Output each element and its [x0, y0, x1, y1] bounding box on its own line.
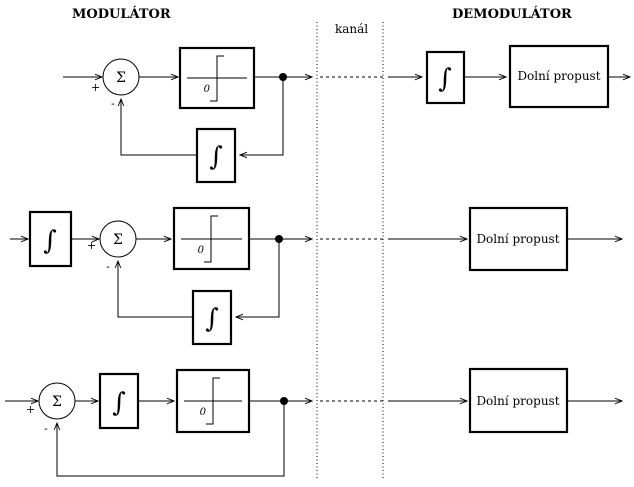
row2-sum-symbol: Σ	[113, 232, 123, 248]
row2-comparator-step	[204, 215, 218, 263]
row3-integrator-symbol: ∫	[112, 388, 126, 418]
row3-sum-symbol: Σ	[52, 394, 62, 410]
row1-comparator-zero: 0	[204, 84, 211, 95]
row2-feedback-integrator	[191, 289, 233, 346]
row1-plus-sign: +	[91, 81, 100, 94]
row2-comparator-zero: 0	[198, 245, 205, 256]
row1-feedback-to-integrator	[240, 77, 284, 155]
row1-integrator-symbol: ∫	[209, 142, 223, 172]
row3-comparator-step	[206, 377, 220, 425]
row3-lowpass-block	[468, 367, 569, 434]
channel-heading: kanál	[335, 22, 368, 36]
row3-feedback-to-summer	[57, 401, 285, 477]
row1-lowpass-label: Dolní propust	[517, 69, 600, 83]
row2-lowpass-block	[468, 206, 569, 272]
row2-integrator-symbol: ∫	[205, 304, 219, 334]
row1-sum-symbol: Σ	[116, 70, 126, 86]
row2-lowpass-label: Dolní propust	[476, 232, 559, 246]
row3-forward-integrator	[98, 372, 140, 430]
row3-plus-sign: +	[26, 403, 35, 416]
row3-comparator-zero: 0	[200, 407, 207, 418]
row1-demod-integrator-symbol: ∫	[438, 64, 452, 94]
row1-feedback-to-summer	[121, 99, 197, 156]
row2-feedback-to-integrator	[236, 239, 280, 317]
row2-plus-sign: +	[87, 239, 96, 252]
row3-lowpass-label: Dolní propust	[476, 394, 559, 408]
row2-input-integrator	[28, 210, 73, 268]
row-2-sigma-delta-modulator: ∫ + - Σ 0 ∫ Dolní propust	[10, 206, 622, 346]
row3-minus-sign: -	[44, 422, 48, 435]
row1-minus-sign: -	[111, 97, 115, 110]
row1-comparator-step	[210, 55, 224, 102]
row2-feedback-to-summer	[118, 261, 193, 318]
row-3-sigma-delta-modulator: + - Σ ∫ 0 Dolní propust	[5, 367, 622, 477]
modulator-heading: MODULÁTOR	[72, 6, 171, 22]
row2-minus-sign: -	[106, 260, 110, 273]
demodulator-heading: DEMODULÁTOR	[452, 6, 572, 22]
row2-input-integrator-symbol: ∫	[43, 226, 57, 256]
row-1-delta-modulator: + - Σ 0 ∫ ∫ Dolní propust	[63, 44, 630, 184]
